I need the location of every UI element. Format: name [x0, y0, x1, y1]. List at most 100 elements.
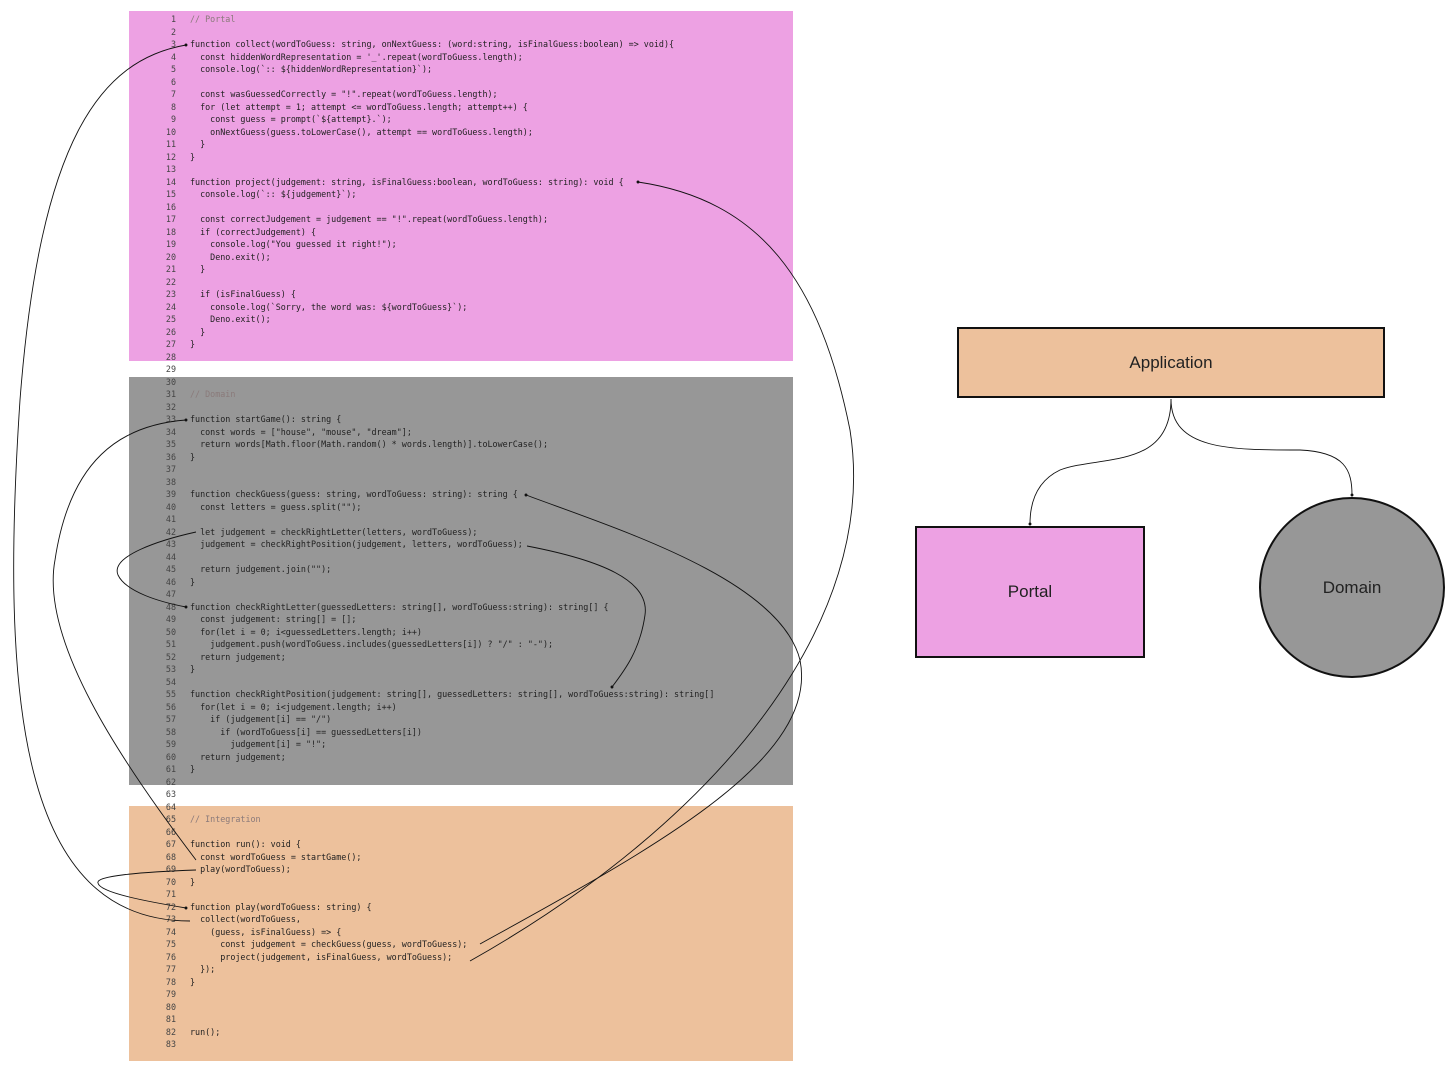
line-number: 19	[165, 239, 176, 249]
line-number: 6	[170, 76, 176, 87]
code-line: if (correctJudgement) {	[190, 226, 317, 237]
line-number: 66	[165, 826, 176, 837]
line-number: 61	[165, 764, 176, 774]
line-number: 28	[165, 351, 176, 362]
code-line: for(let i = 0; i<guessedLetters.length; …	[190, 626, 422, 637]
line-number: 83	[165, 1039, 176, 1049]
application-label: Application	[1129, 352, 1213, 372]
code-line: const hiddenWordRepresentation = '_'.rep…	[190, 51, 523, 62]
line-number: 13	[165, 164, 176, 174]
line-number: 21	[165, 264, 176, 274]
code-line: return words[Math.floor(Math.random() * …	[190, 439, 548, 449]
code-line: return judgement;	[190, 751, 286, 762]
line-number: 30	[165, 376, 176, 387]
code-line: function checkRightLetter(guessedLetters…	[190, 601, 609, 612]
line-number: 49	[165, 614, 176, 624]
code-line: function collect(wordToGuess: string, on…	[190, 39, 675, 49]
code-line: for(let i = 0; i<judgement.length; i++)	[190, 701, 397, 712]
code-line: function run(): void {	[190, 839, 301, 849]
line-number: 56	[165, 701, 176, 712]
code-line: return judgement;	[190, 651, 286, 662]
code-line: judgement = checkRightPosition(judgement…	[190, 539, 523, 549]
code-line: Deno.exit();	[190, 314, 271, 324]
code-line: const words = ["house", "mouse", "dream"…	[190, 426, 412, 437]
line-number: 55	[165, 689, 176, 699]
code-line: }	[190, 326, 206, 337]
line-number: 57	[165, 714, 176, 724]
code-line: }	[190, 339, 196, 349]
line-number: 81	[165, 1014, 176, 1024]
line-number: 36	[165, 451, 176, 462]
line-number: 17	[165, 214, 176, 224]
line-number: 20	[165, 251, 176, 262]
line-number: 32	[165, 401, 176, 412]
line-number: 7	[170, 89, 176, 99]
line-number: 79	[165, 989, 176, 999]
line-number: 69	[165, 864, 176, 874]
line-number: 71	[165, 889, 176, 899]
code-line: function project(judgement: string, isFi…	[190, 176, 624, 187]
code-line: console.log(`:: ${judgement}`);	[190, 189, 357, 199]
line-number: 58	[165, 726, 176, 737]
code-line: }	[190, 976, 196, 987]
line-number: 18	[165, 226, 176, 237]
line-number: 51	[165, 639, 176, 649]
code-line: console.log(`Sorry, the word was: ${word…	[190, 301, 468, 312]
code-line: if (wordToGuess[i] == guessedLetters[i])	[190, 726, 422, 737]
code-line: judgement.push(wordToGuess.includes(gues…	[190, 639, 554, 649]
line-number: 29	[165, 364, 176, 374]
line-number: 47	[165, 589, 176, 599]
line-number: 80	[165, 1001, 176, 1012]
code-line: });	[190, 964, 216, 974]
line-number: 46	[165, 576, 176, 587]
line-number: 42	[165, 526, 176, 537]
code-line: (guess, isFinalGuess) => {	[190, 926, 342, 937]
line-number: 31	[165, 389, 176, 399]
line-number: 75	[165, 939, 176, 949]
arrow-app-domain	[1170, 398, 1354, 497]
line-number: 65	[165, 814, 176, 824]
line-number: 48	[165, 601, 176, 612]
code-line: play(wordToGuess);	[190, 864, 291, 874]
line-number: 82	[165, 1026, 176, 1037]
code-line: }	[190, 876, 196, 887]
code-line: }	[190, 576, 196, 587]
line-number: 25	[165, 314, 176, 324]
code-line: // Domain	[190, 389, 236, 399]
code-line: const wasGuessedCorrectly = "!".repeat(w…	[190, 89, 498, 99]
code-line: if (judgement[i] == "/")	[190, 714, 332, 724]
application-box: Application	[957, 327, 1385, 398]
domain-label: Domain	[1322, 577, 1382, 597]
code-line: if (isFinalGuess) {	[190, 289, 296, 299]
line-number: 41	[165, 514, 176, 524]
line-number: 54	[165, 676, 176, 687]
code-line: return judgement.join("");	[190, 564, 332, 574]
line-number: 33	[165, 414, 176, 424]
line-number: 74	[165, 926, 176, 937]
line-number: 43	[165, 539, 176, 549]
line-number: 24	[165, 301, 176, 312]
code-line: console.log("You guessed it right!");	[190, 239, 397, 249]
code-line: }	[190, 139, 206, 149]
line-number: 60	[165, 751, 176, 762]
code-line: function startGame(): string {	[190, 414, 342, 424]
code-line: }	[190, 451, 196, 462]
line-number: 45	[165, 564, 176, 574]
line-number: 14	[165, 176, 176, 187]
code-line: onNextGuess(guess.toLowerCase(), attempt…	[190, 126, 533, 137]
code-line: judgement[i] = "!";	[190, 739, 327, 749]
line-number: 26	[165, 326, 176, 337]
line-number: 59	[165, 739, 176, 749]
code-line: }	[190, 151, 196, 162]
line-number: 12	[165, 151, 176, 162]
code-line: collect(wordToGuess,	[190, 914, 301, 924]
line-number: 4	[170, 51, 176, 62]
line-number: 38	[165, 476, 176, 487]
code-line: project(judgement, isFinalGuess, wordToG…	[190, 951, 453, 962]
code-line: run();	[190, 1026, 221, 1037]
domain-circle: Domain	[1259, 497, 1445, 678]
code-line: for (let attempt = 1; attempt <= wordToG…	[190, 101, 528, 112]
code-line: const wordToGuess = startGame();	[190, 851, 362, 862]
line-number: 22	[165, 276, 176, 287]
